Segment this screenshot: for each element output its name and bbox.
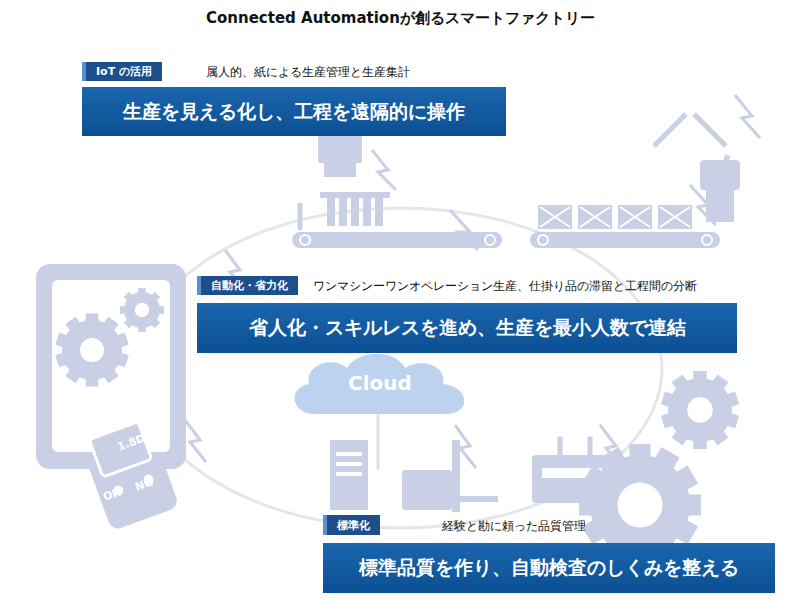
node-text: 生産を見える化し、工程を遠隔的に操作 (123, 99, 465, 125)
message-band: 生産を見える化し、工程を遠隔的に操作 (82, 87, 506, 136)
node-text: 標準化 (337, 518, 370, 533)
section-tag: 標準化 (323, 515, 380, 535)
gear-symbol (55, 313, 129, 386)
node-text: 標準品質を作り、自動検査のしくみを整える (359, 555, 739, 581)
message-band: 標準品質を作り、自動検査のしくみを整える (323, 543, 775, 593)
section-subtitle: 属人的、紙による生産管理と生産集計 (206, 64, 410, 81)
section-tag: 自動化・省力化 (197, 276, 298, 295)
section-subtitle: ワンマシンーワンオペレーション生産、仕掛り品の滞留と工程間の分断 (313, 278, 697, 295)
section-subtitle: 経験と勘に頼った品質管理 (442, 518, 586, 535)
gear-symbol (120, 288, 164, 332)
node-text: 省人化・スキルレスを進め、生産を最小人数で連結 (249, 315, 686, 341)
cloud-node: Cloud (285, 350, 475, 416)
diagram-title: Connected Automationが創るスマートファクトリー (206, 9, 595, 28)
section-tag: IoT の活用 (82, 62, 162, 81)
gear-symbol (661, 371, 739, 449)
node-text: IoT の活用 (96, 64, 152, 79)
node-text: 自動化・省力化 (211, 278, 288, 293)
node-text: Cloud (348, 371, 412, 395)
network-ring (138, 208, 662, 528)
message-band: 省人化・スキルレスを進め、生産を最小人数で連結 (197, 303, 737, 353)
